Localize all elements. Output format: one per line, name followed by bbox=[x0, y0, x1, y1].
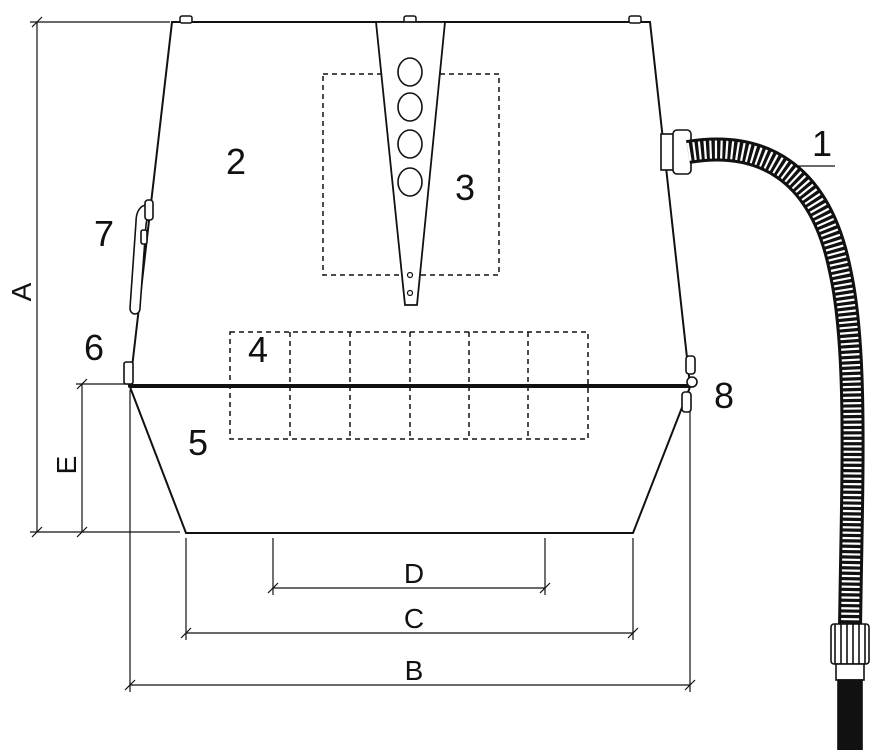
callout-6: 6 bbox=[84, 327, 104, 368]
callout-3: 3 bbox=[455, 167, 475, 208]
indicator-light-1-icon bbox=[397, 57, 423, 87]
indicator-strip bbox=[375, 21, 446, 306]
top-bolt-left bbox=[179, 15, 193, 24]
inner-compartments bbox=[229, 331, 589, 440]
top-bolt-right bbox=[628, 15, 642, 24]
callout-2: 2 bbox=[226, 141, 246, 182]
dimension-label-e: E bbox=[51, 456, 82, 475]
indicator-light-3-icon bbox=[397, 129, 423, 159]
strip-screw-upper bbox=[406, 271, 414, 279]
dimension-label-d: D bbox=[404, 558, 424, 589]
callout-5: 5 bbox=[188, 422, 208, 463]
control-panel bbox=[322, 21, 500, 306]
dimension-lines bbox=[30, 16, 835, 692]
callout-4: 4 bbox=[248, 329, 268, 370]
callout-8: 8 bbox=[714, 375, 734, 416]
dimension-label-a: A bbox=[6, 282, 37, 301]
handle-bracket-top bbox=[144, 199, 154, 221]
dimension-label-c: C bbox=[404, 603, 424, 634]
callout-1: 1 bbox=[812, 123, 832, 164]
right-bolts bbox=[681, 355, 698, 413]
side-handle bbox=[129, 199, 154, 315]
hose-end-connector bbox=[830, 623, 870, 750]
strip-screw-lower bbox=[406, 289, 414, 297]
left-foot bbox=[123, 361, 134, 385]
indicator-light-4-icon bbox=[397, 167, 423, 197]
indicator-light-2-icon bbox=[397, 92, 423, 122]
hose-assembly bbox=[660, 129, 870, 750]
dimension-label-b: B bbox=[405, 655, 424, 686]
handle-bracket-mid bbox=[140, 229, 148, 245]
lower-housing bbox=[128, 384, 692, 534]
callout-7: 7 bbox=[94, 213, 114, 254]
